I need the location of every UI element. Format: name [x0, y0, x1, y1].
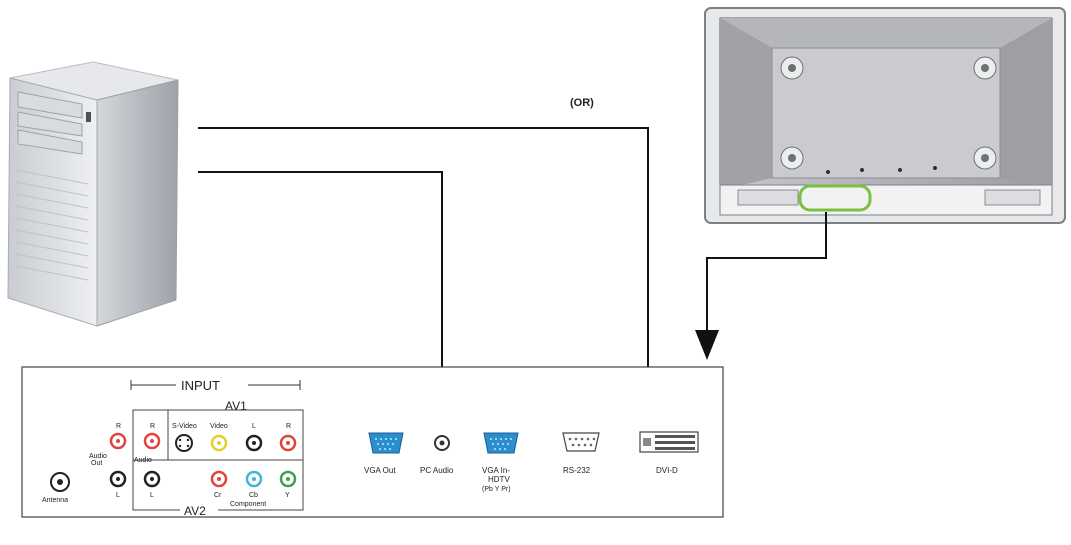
tv-back-panel-icon — [704, 7, 1066, 224]
av2-label: AV2 — [184, 504, 206, 518]
cb-label: Cb — [249, 492, 258, 499]
hdtv-label: HDTV — [488, 475, 510, 484]
vga-in-label: VGA In- — [482, 466, 510, 475]
audio-r-label: R — [150, 423, 155, 430]
antenna-label: Antenna — [42, 497, 68, 504]
pbypr-label: (Pb Y Pr) — [482, 486, 511, 493]
connection-lines — [198, 127, 827, 412]
or-label: (OR) — [570, 97, 594, 109]
svideo-jack — [175, 434, 193, 452]
vga-out-label: VGA Out — [364, 466, 396, 475]
audio-out-label-2: Out — [91, 460, 102, 467]
vga-in-port — [483, 432, 519, 454]
cr-label: Cr — [214, 492, 222, 499]
svideo-label: S-Video — [172, 423, 197, 430]
audio-out-l-label: L — [116, 492, 120, 499]
antenna-jack — [50, 472, 70, 492]
y-label: Y — [285, 492, 290, 499]
pc-audio-jack — [434, 435, 450, 451]
pc-tower-icon — [7, 61, 179, 327]
dvid-label: DVI-D — [656, 466, 678, 475]
pc-audio-label: PC Audio — [420, 466, 454, 475]
audio-out-r-label: R — [116, 423, 121, 430]
input-label: INPUT — [181, 378, 220, 393]
av1-l-label: L — [252, 423, 256, 430]
connector-panel: INPUT AV1 AV2 Antenna R L Audio Out R Au… — [21, 366, 724, 518]
rs232-port — [562, 432, 600, 452]
rs232-label: RS-232 — [563, 466, 591, 475]
audio-out-label: Audio — [89, 453, 107, 460]
vga-out-port — [368, 432, 404, 454]
av1-label: AV1 — [225, 399, 247, 413]
audio-label: Audio — [134, 457, 152, 464]
video-label: Video — [210, 423, 228, 430]
av1-r-label: R — [286, 423, 291, 430]
component-label: Component — [230, 501, 266, 508]
dvid-port — [639, 431, 699, 453]
audio-l-label: L — [150, 492, 154, 499]
